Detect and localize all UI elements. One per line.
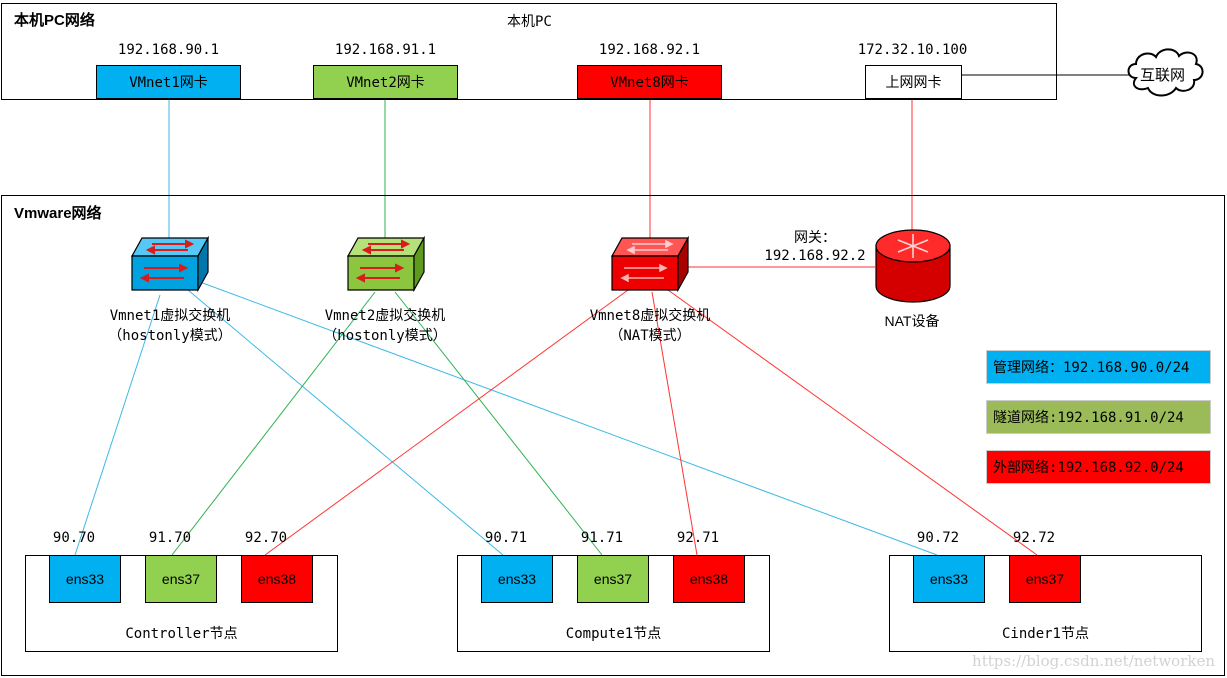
host-pc-label: 本机PC: [507, 14, 552, 30]
internet-cloud[interactable]: 互联网: [1124, 44, 1206, 104]
host-pc-frame: 本机PC网络 本机PC: [1, 3, 1057, 100]
controller-ens37-port[interactable]: ens37: [145, 555, 217, 603]
vmnet2-switch[interactable]: [346, 235, 426, 293]
watermark: https://blog.csdn.net/networken: [972, 652, 1215, 670]
cinder1-ens37-ip: 92.72: [1012, 530, 1056, 546]
vmware-title: Vmware网络: [14, 205, 102, 222]
wire-mgmt-controller: [74, 294, 161, 556]
internet-label: 互联网: [1140, 67, 1186, 84]
cinder1-ens37-port[interactable]: ens37: [1009, 555, 1081, 603]
vmnet8-nic-ip: 192.168.92.1: [598, 42, 701, 58]
vmnet8-switch-label-1: Vmnet8虚拟交换机: [589, 308, 711, 324]
vmnet1-switch-label-1: Vmnet1虚拟交换机: [109, 308, 231, 324]
vmware-frame: Vmware网络: [1, 195, 1225, 676]
uplink-nic-ip: 172.32.10.100: [857, 42, 968, 58]
wire-mgmt-compute1: [187, 289, 504, 556]
controller-ens33-ip: 90.70: [52, 530, 96, 546]
host-pc-title: 本机PC网络: [14, 12, 95, 29]
wire-ext-controller: [264, 289, 629, 556]
compute1-ens33-ip: 90.71: [484, 530, 528, 546]
compute1-ens38-ip: 92.71: [676, 530, 720, 546]
legend-mgmt-network: 管理网络：192.168.90.0/24: [986, 350, 1211, 384]
cinder1-node-label: Cinder1节点: [1001, 626, 1089, 642]
controller-ens38-port[interactable]: ens38: [241, 555, 313, 603]
nat-device[interactable]: [874, 228, 952, 304]
compute1-ens33-port[interactable]: ens33: [481, 555, 553, 603]
vmnet8-switch[interactable]: [610, 235, 690, 293]
uplink-nic[interactable]: 上网网卡: [865, 65, 962, 99]
switch-icon: [130, 235, 210, 293]
legend-tunnel-network: 隧道网络:192.168.91.0/24: [986, 400, 1211, 434]
vmnet2-switch-label-1: Vmnet2虚拟交换机: [324, 308, 446, 324]
gateway-label: 网关：: [794, 230, 836, 246]
vmnet2-switch-label-2: （hostonly模式）: [323, 328, 447, 344]
vmnet1-switch-label-2: （hostonly模式）: [108, 328, 232, 344]
vmnet1-nic[interactable]: VMnet1网卡: [96, 65, 241, 99]
router-icon: [875, 229, 951, 303]
compute1-node-label: Compute1节点: [565, 626, 662, 642]
gateway-ip: 192.168.92.2: [764, 248, 866, 264]
controller-ens38-ip: 92.70: [244, 530, 288, 546]
switch-icon: [610, 235, 690, 293]
nat-device-label: NAT设备: [884, 313, 940, 329]
vmnet2-nic-ip: 192.168.91.1: [334, 42, 437, 58]
wire-tunnel-controller: [171, 291, 376, 556]
vmnet8-nic[interactable]: VMnet8网卡: [577, 65, 722, 99]
wire-tunnel-compute1: [394, 291, 603, 556]
wire-ext-compute1: [651, 291, 698, 556]
controller-node-label: Controller节点: [125, 626, 238, 642]
vmnet8-switch-label-2: （NAT模式）: [609, 328, 691, 344]
vmnet1-nic-ip: 192.168.90.1: [117, 42, 220, 58]
legend-external-network: 外部网络:192.168.92.0/24: [986, 450, 1211, 484]
compute1-ens37-port[interactable]: ens37: [577, 555, 649, 603]
controller-ens33-port[interactable]: ens33: [49, 555, 121, 603]
wire-ext-cinder1: [667, 289, 1038, 556]
cloud-icon: [1127, 48, 1204, 97]
compute1-ens38-port[interactable]: ens38: [673, 555, 745, 603]
switch-icon: [346, 235, 426, 293]
vmnet1-switch[interactable]: [130, 235, 210, 293]
vmnet2-nic[interactable]: VMnet2网卡: [313, 65, 458, 99]
cinder1-ens33-ip: 90.72: [916, 530, 960, 546]
cinder1-ens33-port[interactable]: ens33: [913, 555, 985, 603]
wire-mgmt-cinder1: [199, 281, 938, 556]
controller-ens37-ip: 91.70: [148, 530, 192, 546]
compute1-ens37-ip: 91.71: [580, 530, 624, 546]
